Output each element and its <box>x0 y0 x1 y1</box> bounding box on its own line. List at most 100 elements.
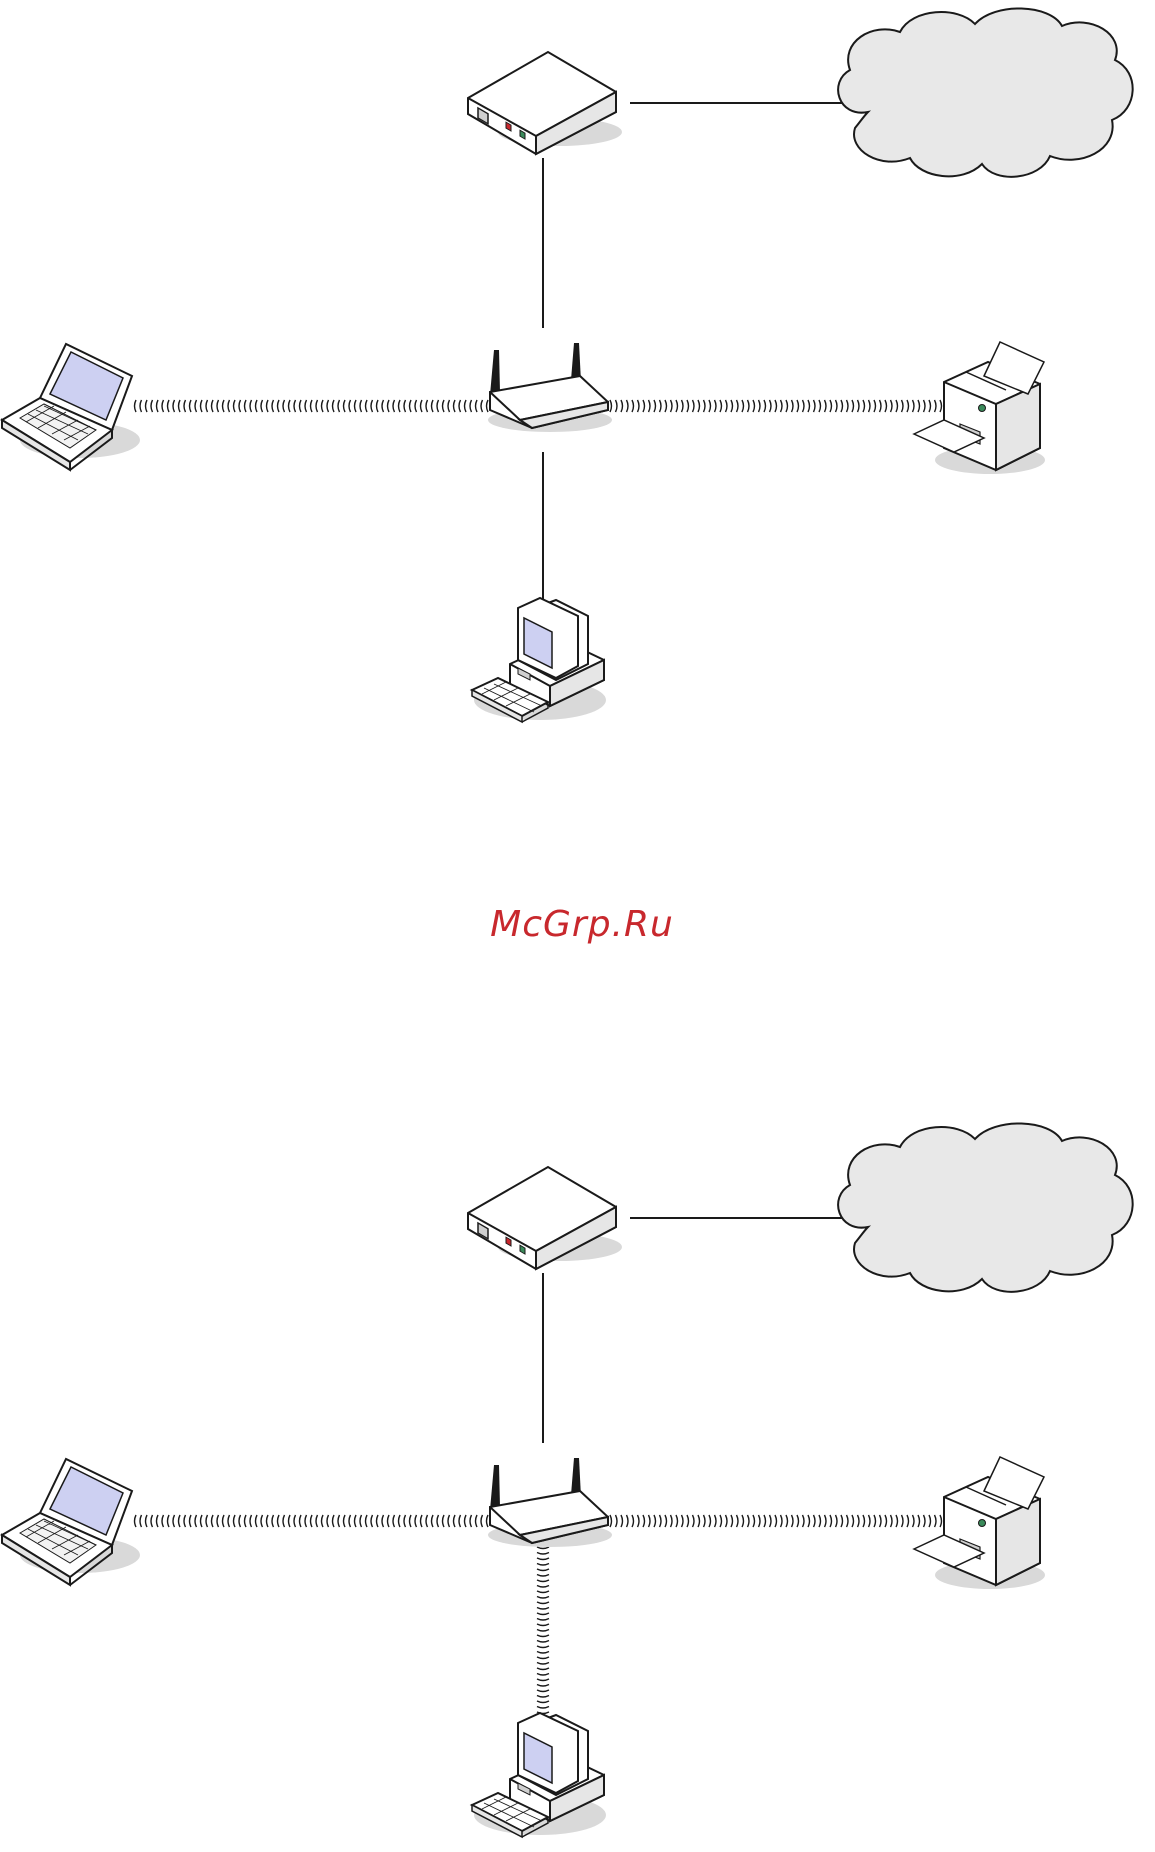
wireless-arc <box>709 400 711 412</box>
wireless-arc <box>737 400 739 412</box>
wireless-arc <box>316 400 318 412</box>
wireless-arc <box>300 1515 302 1527</box>
wireless-arc <box>841 400 843 412</box>
wireless-arc <box>294 400 296 412</box>
wireless-arc <box>660 1515 662 1527</box>
wireless-arc <box>786 1515 788 1527</box>
wireless-arc <box>537 1591 549 1593</box>
wireless-arc <box>852 1515 854 1527</box>
wireless-arc <box>195 400 197 412</box>
wireless-arc <box>907 400 909 412</box>
wireless-arc <box>327 1515 329 1527</box>
wireless-link-router-laptop <box>135 400 489 412</box>
wireless-arc <box>808 1515 810 1527</box>
wireless-arc <box>537 1652 549 1654</box>
wireless-arc <box>621 1515 623 1527</box>
wireless-arc <box>731 400 733 412</box>
wireless-arc <box>847 400 849 412</box>
wireless-arc <box>344 1515 346 1527</box>
wireless-arc <box>742 400 744 412</box>
wireless-arc <box>627 1515 629 1527</box>
wireless-arc <box>874 1515 876 1527</box>
wireless-arc <box>278 400 280 412</box>
wireless-arc <box>852 400 854 412</box>
printer-icon <box>914 342 1045 474</box>
wireless-arc <box>135 1515 137 1527</box>
wireless-arc <box>228 1515 230 1527</box>
wireless-arc <box>206 400 208 412</box>
wireless-arc <box>616 400 618 412</box>
wireless-arc <box>217 1515 219 1527</box>
wireless-arc <box>726 400 728 412</box>
wireless-arc <box>880 400 882 412</box>
wireless-arc <box>775 1515 777 1527</box>
wireless-arc <box>709 1515 711 1527</box>
wireless-arc <box>537 1569 549 1571</box>
wireless-arc <box>305 1515 307 1527</box>
wireless-arc <box>168 400 170 412</box>
wireless-arc <box>278 1515 280 1527</box>
wireless-arc <box>665 1515 667 1527</box>
wireless-arc <box>322 400 324 412</box>
wireless-arc <box>830 1515 832 1527</box>
wireless-arc <box>621 400 623 412</box>
wireless-arc <box>770 400 772 412</box>
wireless-arc <box>537 1547 549 1549</box>
wireless-arc <box>537 1597 549 1599</box>
wireless-arc <box>874 400 876 412</box>
wireless-arc <box>179 1515 181 1527</box>
wireless-arc <box>704 1515 706 1527</box>
wireless-arc <box>146 1515 148 1527</box>
wireless-arc <box>880 1515 882 1527</box>
wireless-arc <box>742 1515 744 1527</box>
wireless-arc <box>654 400 656 412</box>
wireless-arc <box>759 1515 761 1527</box>
wireless-arc <box>632 1515 634 1527</box>
wireless-link-router-printer <box>610 400 942 412</box>
wireless-arc <box>819 1515 821 1527</box>
wireless-arc <box>382 1515 384 1527</box>
wireless-arc <box>537 1580 549 1582</box>
wireless-arc <box>753 400 755 412</box>
diagram-top <box>2 8 1133 722</box>
wireless-arc <box>676 1515 678 1527</box>
wireless-arc <box>371 1515 373 1527</box>
wireless-arc <box>404 400 406 412</box>
wireless-arc <box>256 1515 258 1527</box>
wireless-arc <box>929 1515 931 1527</box>
wireless-arc <box>638 400 640 412</box>
wireless-arc <box>858 400 860 412</box>
wireless-arc <box>891 1515 893 1527</box>
wireless-arc <box>537 1674 549 1676</box>
wireless-arc <box>896 400 898 412</box>
wireless-arc <box>649 1515 651 1527</box>
wireless-arc <box>426 1515 428 1527</box>
wireless-arc <box>537 1696 549 1698</box>
wireless-arc <box>327 400 329 412</box>
wireless-arc <box>682 400 684 412</box>
wireless-arc <box>720 400 722 412</box>
wireless-arc <box>349 1515 351 1527</box>
wireless-arc <box>338 1515 340 1527</box>
wireless-arc <box>151 400 153 412</box>
wireless-arc <box>885 400 887 412</box>
wireless-arc <box>902 1515 904 1527</box>
wireless-arc <box>228 400 230 412</box>
wireless-arc <box>366 400 368 412</box>
wireless-arc <box>748 400 750 412</box>
wireless-arc <box>654 1515 656 1527</box>
cloud-icon <box>838 8 1133 176</box>
wireless-arc <box>537 1558 549 1560</box>
wireless-arc <box>924 400 926 412</box>
wireless-arc <box>476 1515 478 1527</box>
wireless-arc <box>537 1586 549 1588</box>
wireless-arc <box>537 1679 549 1681</box>
wireless-arc <box>825 1515 827 1527</box>
wireless-arc <box>465 400 467 412</box>
wireless-arc <box>223 1515 225 1527</box>
wireless-arc <box>935 400 937 412</box>
wireless-arc <box>792 1515 794 1527</box>
wireless-arc <box>388 400 390 412</box>
wireless-arc <box>786 400 788 412</box>
wireless-arc <box>537 1635 549 1637</box>
